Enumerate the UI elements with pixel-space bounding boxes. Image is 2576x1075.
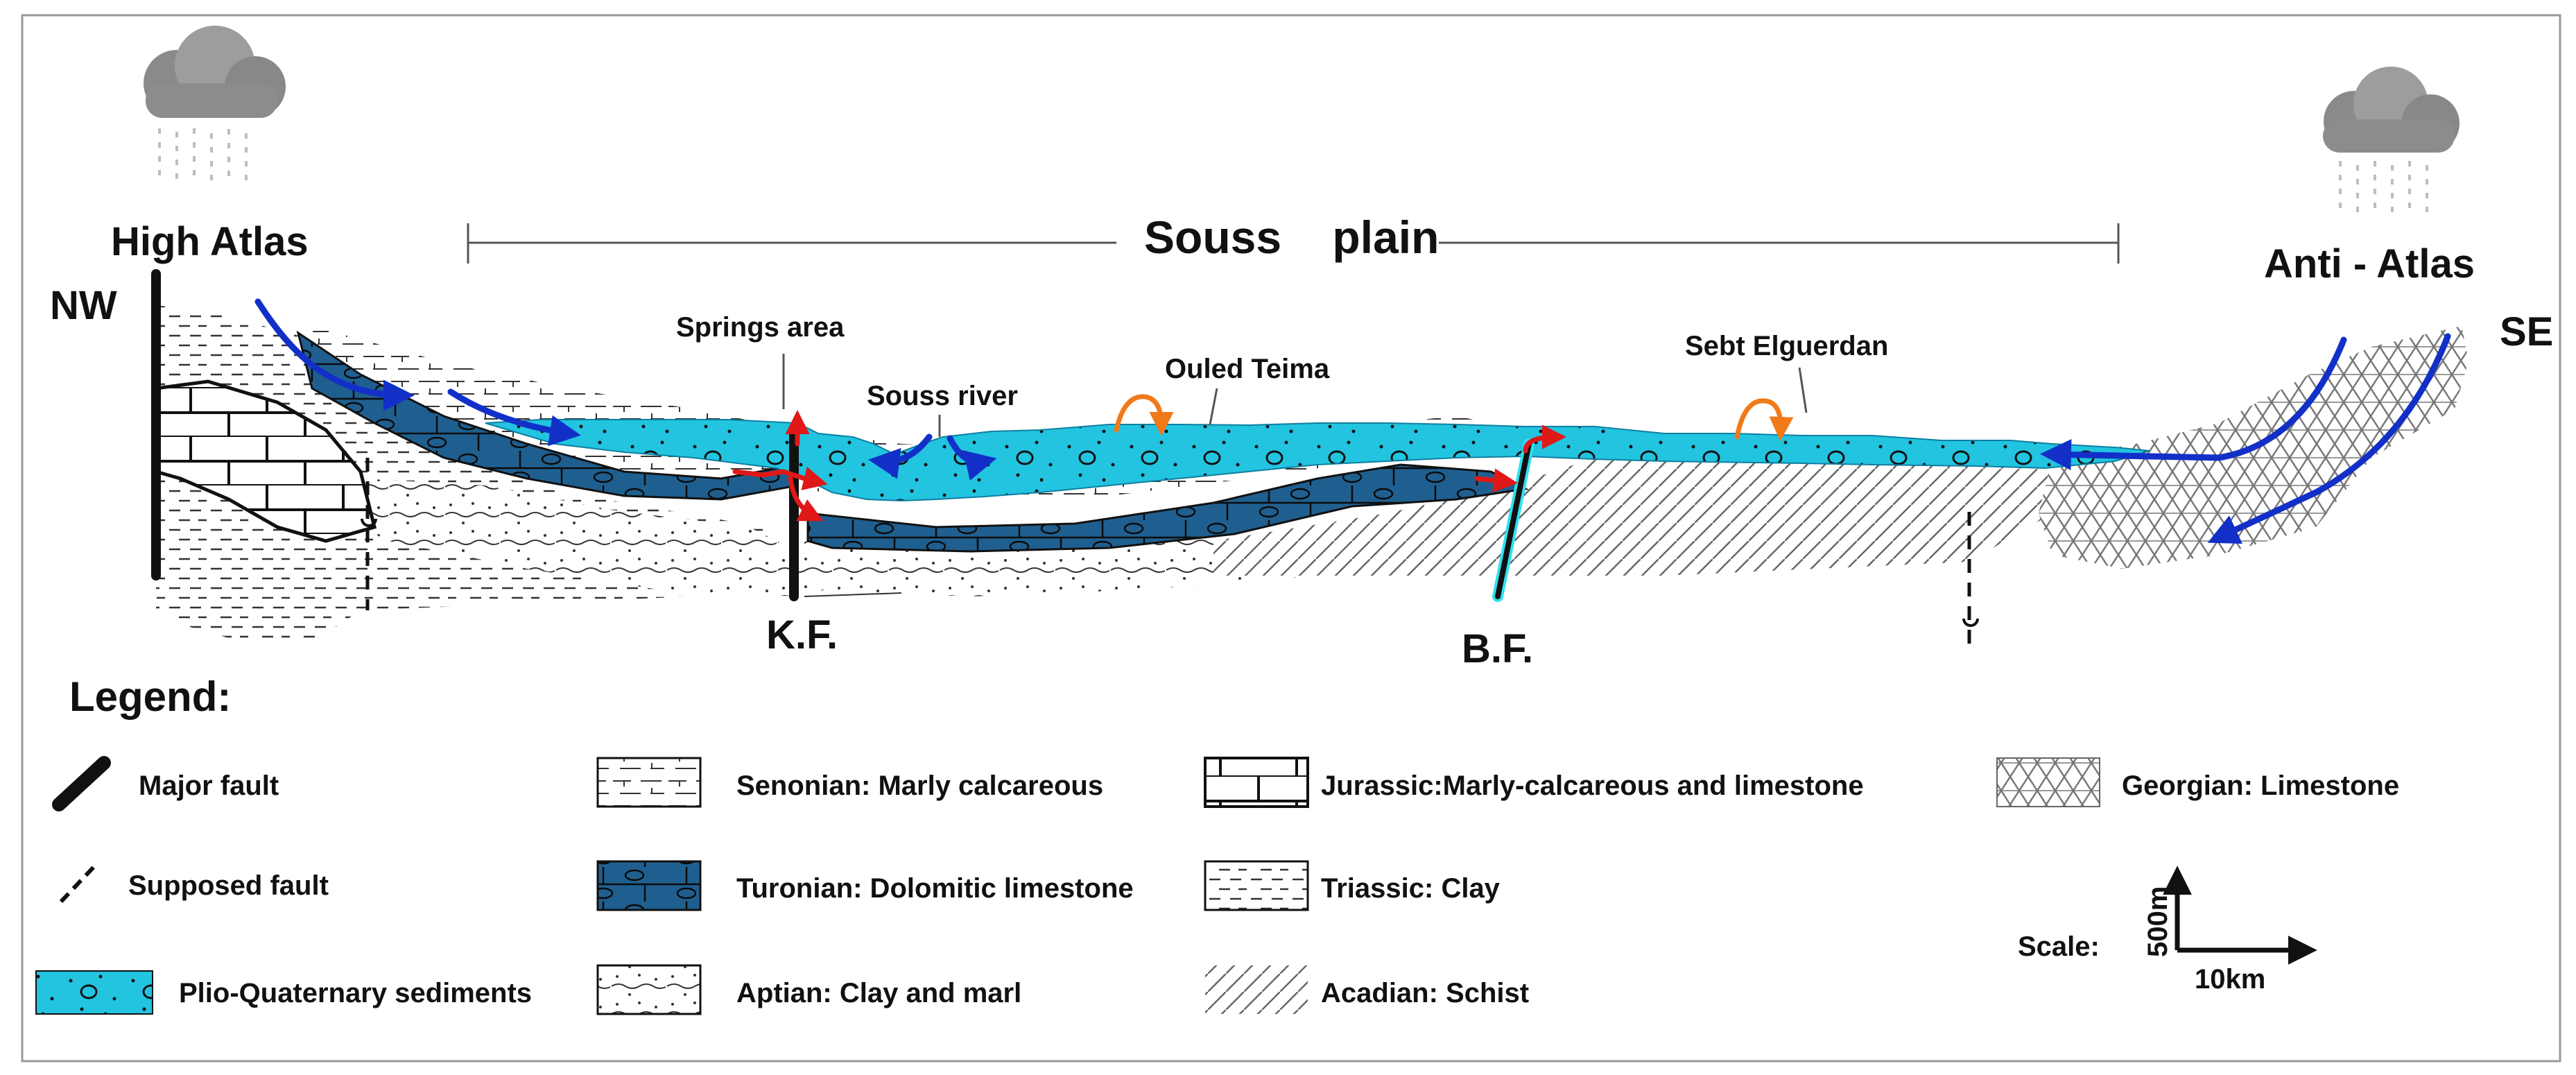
svg-text:Aptian: Clay and marl: Aptian: Clay and marl: [736, 978, 1021, 1008]
scale-bar: Scale: 500m 10km: [2018, 866, 2317, 995]
rain-cloud-icon-left: [144, 26, 286, 189]
jurassic-swatch: [1204, 757, 1309, 808]
svg-text:Triassic: Clay: Triassic: Clay: [1321, 873, 1501, 904]
legend-item-supposed-fault: Supposed fault: [59, 861, 329, 904]
supposed-fault-high-atlas: [361, 458, 377, 610]
legend-item-turonian: Turonian: Dolomitic limestone: [596, 860, 1134, 911]
bf-label: B.F.: [1462, 626, 1533, 671]
legend-item-triassic: Triassic: Clay: [1204, 860, 1501, 911]
supposed-fault-swatch: [59, 861, 99, 904]
jurassic-block: [154, 379, 377, 543]
svg-text:Supposed fault: Supposed fault: [128, 870, 329, 901]
svg-text:Georgian: Limestone: Georgian: Limestone: [2122, 771, 2399, 801]
legend-item-jurassic: Jurassic:Marly-calcareous and limestone: [1204, 757, 1864, 808]
supposed-fault-anti-atlas: [1962, 512, 1979, 645]
svg-text:Turonian: Dolomitic limestone: Turonian: Dolomitic limestone: [736, 873, 1134, 904]
svg-text:Jurassic:Marly-calcareous and: Jurassic:Marly-calcareous and limestone: [1321, 771, 1864, 801]
recharge-arrows: [254, 298, 2451, 544]
souss-river-label: Souss river: [867, 381, 1018, 411]
aptian-layer: [361, 479, 804, 596]
bf-fault: [1492, 438, 1535, 602]
acadian-schist: [1213, 451, 2080, 576]
springs-area-label: Springs area: [676, 312, 845, 343]
legend-item-aptian: Aptian: Clay and marl: [596, 964, 1021, 1015]
legend-title: Legend:: [69, 673, 231, 720]
high-atlas-label: High Atlas: [111, 219, 309, 264]
svg-text:Major fault: Major fault: [139, 771, 279, 801]
spring-arrows: [732, 410, 1566, 522]
scale-label: Scale:: [2018, 931, 2100, 962]
legend-item-georgian: Georgian: Limestone: [1996, 757, 2399, 807]
plio-quaternary-swatch: [35, 970, 153, 1015]
turonian-layer-center: [806, 463, 1529, 553]
anti-atlas-label: Anti - Atlas: [2264, 241, 2475, 286]
rain-cloud-icon-right: [2323, 67, 2460, 218]
scale-horizontal-label: 10km: [2195, 964, 2265, 995]
svg-text:Senonian: Marly calcareous: Senonian: Marly calcareous: [736, 771, 1103, 801]
triassic-swatch: [1204, 860, 1309, 911]
georgian-swatch: [1996, 757, 2100, 807]
souss-plain-title: Souss plain: [1144, 212, 1439, 263]
legend-item-acadian: Acadian: Schist: [1205, 965, 1529, 1014]
nw-orientation: NW: [50, 283, 117, 328]
aptian-swatch: [596, 964, 702, 1015]
turonian-swatch: [596, 860, 702, 911]
figure-border: [21, 14, 2561, 1063]
svg-text:Plio-Quaternary sediments: Plio-Quaternary sediments: [179, 978, 532, 1008]
legend-item-senonian: Senonian: Marly calcareous: [596, 757, 1103, 808]
svg-text:Acadian: Schist: Acadian: Schist: [1321, 978, 1529, 1008]
acadian-swatch: [1205, 965, 1308, 1014]
legend-item-major-fault: Major fault: [52, 756, 279, 811]
se-orientation: SE: [2500, 309, 2553, 354]
ouled-teima-label: Ouled Teima: [1165, 354, 1330, 384]
sebt-elguerdan-label: Sebt Elguerdan: [1685, 331, 1888, 361]
legend-item-plio-quaternary: Plio-Quaternary sediments: [35, 970, 532, 1015]
cross-section-strata: [154, 305, 2469, 638]
senonian-swatch: [596, 757, 702, 808]
major-fault-swatch: [52, 756, 111, 811]
souss-plain-extent-bracket: [467, 223, 2120, 264]
kf-label: K.F.: [766, 612, 838, 657]
scale-vertical-label: 500m: [2143, 886, 2173, 957]
evaporation-arrows: [1114, 394, 1794, 441]
